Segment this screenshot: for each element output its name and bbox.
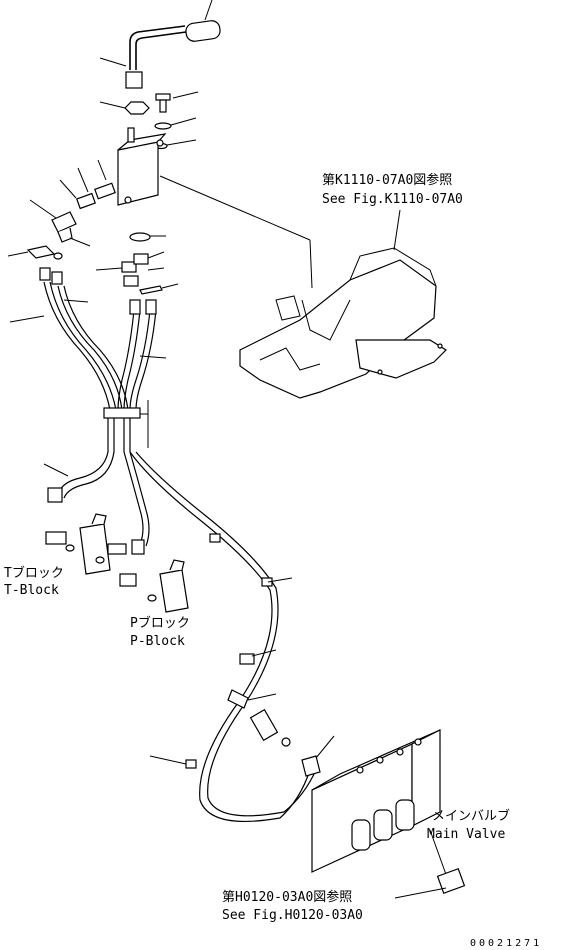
t-block-label-ja: Tブロック	[4, 565, 64, 581]
main-valve-label-en: Main Valve	[427, 827, 505, 842]
p-block-label-en: P-Block	[130, 634, 185, 649]
ref-h0120-en: See Fig.H0120-03A0	[222, 908, 363, 923]
main-valve-label-ja: メインバルブ	[432, 808, 510, 824]
hose-to-p-block	[123, 451, 150, 555]
hose-to-t-block	[43, 451, 115, 503]
hose-bundle	[9, 281, 167, 452]
ref-k1110-ja: 第K1110-07A0図参照	[322, 172, 452, 188]
p-block-part	[119, 559, 189, 613]
p-block-label-ja: Pブロック	[130, 615, 190, 631]
ref-k1110-en: See Fig.K1110-07A0	[322, 192, 463, 207]
t-block-part	[45, 513, 127, 575]
main-valve-part	[311, 729, 466, 899]
hose-ends	[7, 245, 179, 295]
fittings-left	[29, 159, 166, 247]
valve-block	[117, 127, 313, 289]
top-pipe	[99, 0, 221, 89]
drawing-number: 00021271	[470, 938, 542, 949]
console-assembly	[239, 209, 447, 399]
ref-h0120-ja: 第H0120-03A0図参照	[222, 889, 352, 905]
main-valve-fittings	[227, 689, 335, 777]
t-block-label-en: T-Block	[4, 583, 59, 598]
